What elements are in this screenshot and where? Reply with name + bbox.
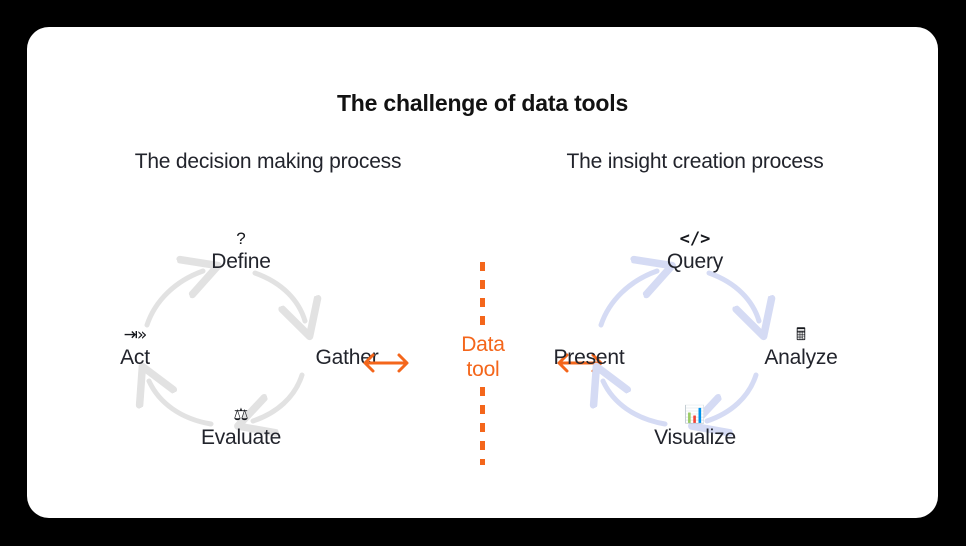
cycle-node-analyze[interactable]: 🖩 Analyze — [721, 325, 881, 371]
arrow-present-to-query — [598, 271, 657, 328]
decision-making-cycle: ? Define Gather ⚖ Evaluate ⇥» Act — [55, 205, 427, 465]
cycle-node-define[interactable]: ? Define — [141, 229, 341, 275]
arrow-analyze-to-visualize — [707, 372, 759, 421]
cycle-node-label: Gather — [315, 346, 379, 369]
right-cycle-arrows — [509, 205, 881, 465]
cycle-node-visualize[interactable]: 📊 Visualize — [595, 405, 795, 451]
calculator-icon: 🖩 — [795, 325, 807, 344]
cycle-node-query[interactable]: </> Query — [595, 229, 795, 275]
arrow-define-to-gather — [252, 270, 305, 321]
balance-scales-icon: ⚖ — [233, 405, 249, 424]
data-tool-label-line1: Data — [461, 333, 505, 356]
data-tool-label: Data tool — [427, 332, 539, 382]
content-card: The challenge of data tools The decision… — [27, 27, 938, 518]
present-icon — [509, 325, 669, 345]
dashed-divider-top — [480, 262, 485, 328]
fast-forward-arrow-icon: ⇥» — [123, 325, 148, 345]
page-title: The challenge of data tools — [336, 90, 629, 116]
cycle-node-label: Evaluate — [200, 426, 282, 449]
cycle-node-label: Query — [666, 250, 724, 273]
cycle-node-act[interactable]: ⇥» Act — [55, 325, 215, 371]
cycle-node-label: Visualize — [654, 426, 736, 449]
cycle-node-evaluate[interactable]: ⚖ Evaluate — [141, 405, 341, 451]
arrow-visualize-to-present — [603, 381, 668, 427]
cycle-node-gather[interactable]: Gather — [267, 325, 427, 371]
double-headed-arrow-left — [363, 353, 409, 373]
cycle-node-label: Analyze — [764, 346, 838, 369]
arrow-act-to-define — [144, 271, 203, 328]
right-process-heading: The insight creation process — [566, 150, 824, 173]
cycle-node-present[interactable]: Present — [509, 325, 669, 371]
left-process-heading: The decision making process — [134, 150, 402, 173]
bar-chart-icon: 📊 — [684, 405, 706, 424]
dashed-divider-bottom — [480, 387, 485, 465]
insight-creation-cycle: </> Query 🖩 Analyze 📊 Visualize Present — [509, 205, 881, 465]
cycle-node-label: Act — [120, 346, 150, 369]
left-cycle-arrows — [55, 205, 427, 465]
arrow-evaluate-to-act — [149, 381, 214, 427]
cycle-node-label: Define — [211, 250, 271, 273]
question-mark-icon: ? — [236, 229, 246, 248]
code-brackets-icon: </> — [679, 229, 711, 249]
arrow-query-to-analyze — [706, 270, 759, 321]
data-tool-label-line2: tool — [466, 358, 500, 381]
cycle-node-label: Present — [553, 346, 625, 369]
arrow-gather-to-evaluate — [253, 372, 305, 421]
